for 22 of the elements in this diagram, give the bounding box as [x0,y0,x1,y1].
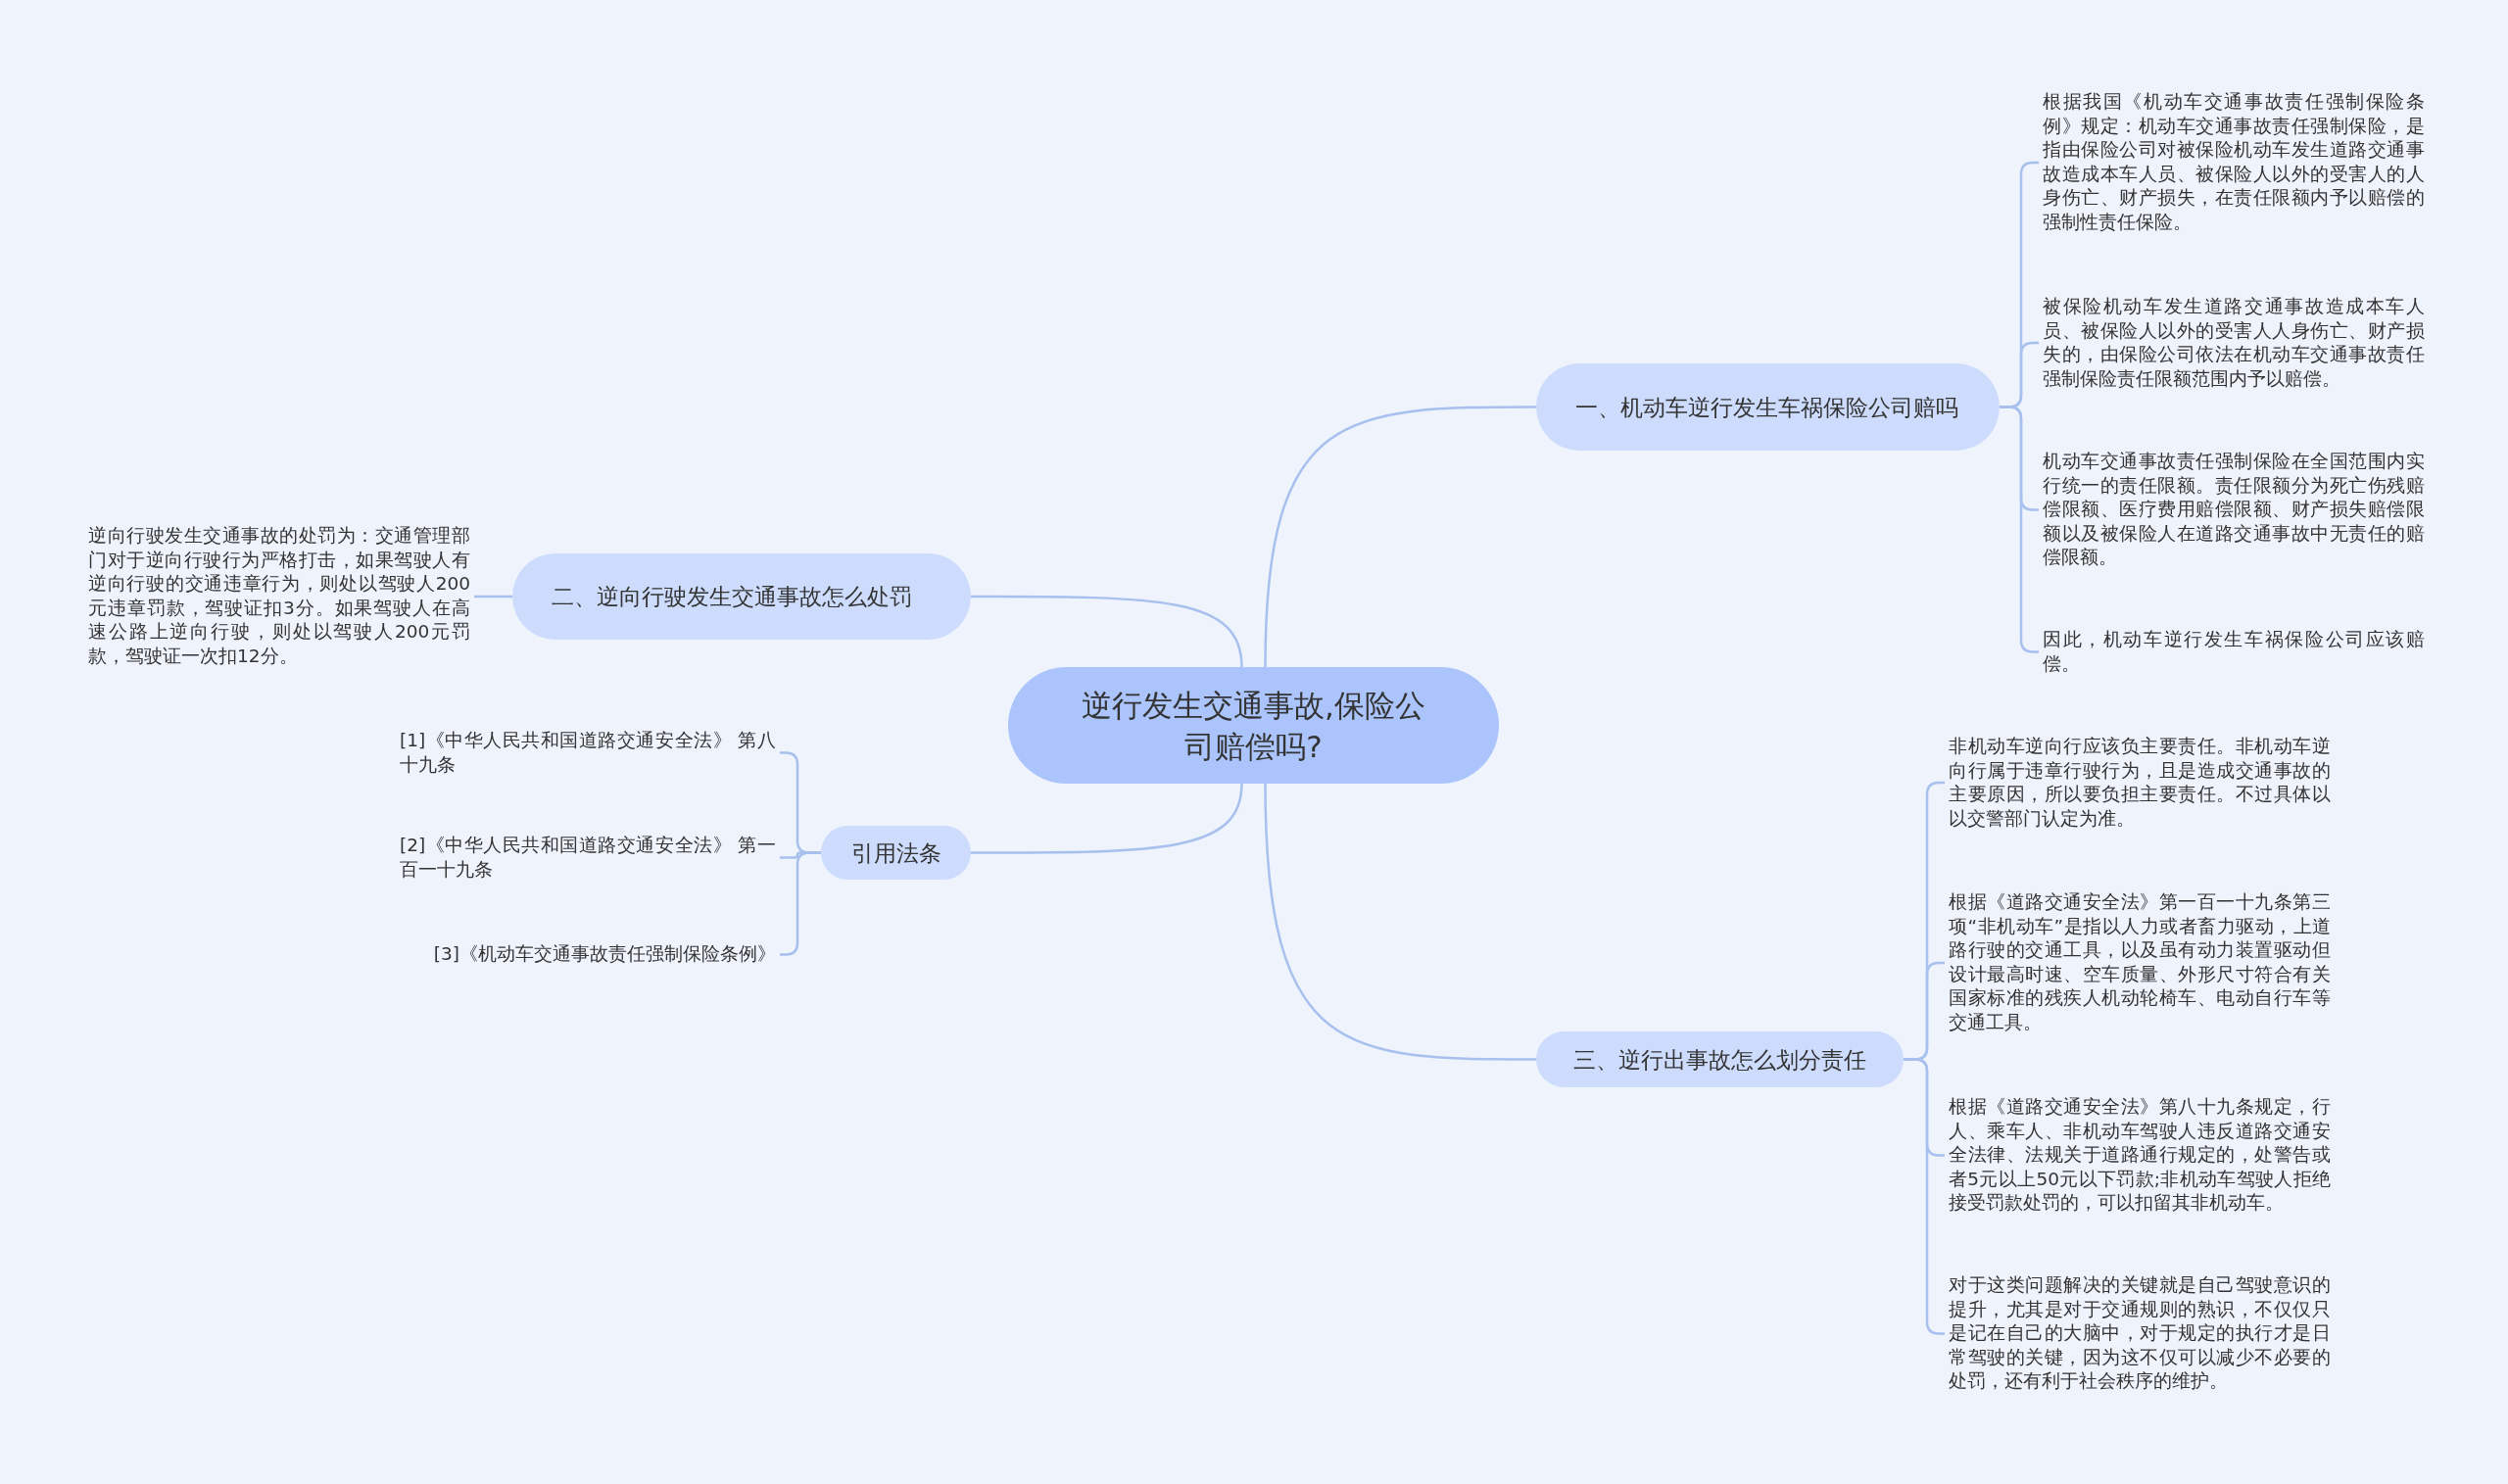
central-topic: 逆行发生交通事故,保险公司赔偿吗? [1008,667,1499,784]
note-text: 非机动车逆向行应该负主要责任。非机动车逆向行属于违章行驶行为，且是造成交通事故的主要原因，所以要负担主要责任。不过具体以以交警部门认定为准。 [1949,735,2331,832]
note-text: 因此，机动车逆行发生车祸保险公司应该赔偿。 [2043,628,2425,677]
note-text: [2]《中华人民共和国道路交通安全法》 第一百一十九条 [400,834,776,883]
note-text: [3]《机动车交通事故责任强制保险条例》 [400,942,776,967]
topic-pill: 引用法条 [821,826,971,880]
connector-line [971,595,1243,668]
connector-line [971,783,1243,854]
topic-pill: 二、逆向行驶发生交通事故怎么处罚 [512,553,971,640]
note-text: 被保险机动车发生道路交通事故造成本车人员、被保险人以外的受害人人身伤亡、财产损失的，由保险公司依法在机动车交通事故责任强制保险责任限额范围内予以赔偿。 [2043,295,2425,392]
connector-line [1264,783,1536,1061]
topic-pill: 一、机动车逆行发生车祸保险公司赔吗 [1536,363,2000,451]
note-text: 根据《道路交通安全法》第八十九条规定，行人、乘车人、非机动车驾驶人违反道路交通安全法律、法规关于道路通行规定的，处警告或者5元以上50元以下罚款;非机动车驾驶人拒绝接受罚款处罚的，可以扣留其非机动车。 [1949,1095,2331,1216]
note-text: [1]《中华人民共和国道路交通安全法》 第八十九条 [400,729,776,778]
connector-line [1264,406,1536,668]
note-text: 根据《道路交通安全法》第一百一十九条第三项“非机动车”是指以人力或者畜力驱动，上道路行驶的交通工具，以及虽有动力装置驱动但设计最高时速、空车质量、外形尺寸符合有关国家标准的残疾人机动轮椅车、电动自行车等交通工具。 [1949,890,2331,1035]
connector-line [474,595,512,598]
note-text: 根据我国《机动车交通事故责任强制保险条例》规定：机动车交通事故责任强制保险，是指由保险公司对被保险机动车发生道路交通事故造成本车人员、被保险人以外的受害人的人身伤亡、财产损失，在责任限额内予以赔偿的强制性责任保险。 [2043,90,2425,235]
note-text: 逆向行驶发生交通事故的处罚为：交通管理部门对于逆向行驶行为严格打击，如果驾驶人有逆向行驶的交通违章行为，则处以驾驶人200元违章罚款，驾驶证扣3分。如果驾驶人在高速公路上逆向行驶，则处以驾驶人200元罚款，驾驶证一次扣12分。 [88,524,470,669]
note-text: 机动车交通事故责任强制保险在全国范围内实行统一的责任限额。责任限额分为死亡伤残赔偿限额、医疗费用赔偿限额、财产损失赔偿限额以及被保险人在道路交通事故中无责任的赔偿限额。 [2043,450,2425,570]
note-text: 对于这类问题解决的关键就是自己驾驶意识的提升，尤其是对于交通规则的熟识，不仅仅只是记在自己的大脑中，对于规定的执行才是日常驾驶的关键，因为这不仅可以减少不必要的处罚，还有利于社会秩序的维护。 [1949,1273,2331,1394]
topic-pill: 三、逆行出事故怎么划分责任 [1536,1031,1904,1087]
